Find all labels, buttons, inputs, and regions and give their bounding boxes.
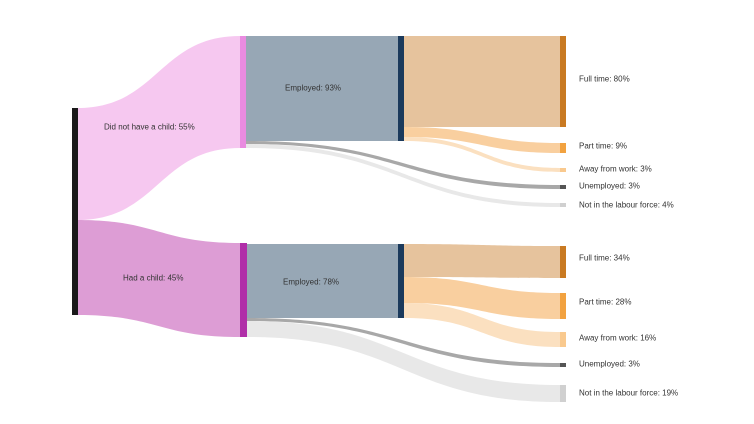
flow-no-child bbox=[77, 36, 240, 220]
outcome-label: Away from work: 3% bbox=[579, 164, 652, 174]
flow-nilf-1 bbox=[247, 321, 560, 402]
flow-part-time-1 bbox=[404, 277, 560, 319]
flow-unemployed-0 bbox=[246, 141, 560, 189]
outcome-label: Part time: 28% bbox=[579, 297, 632, 307]
flow-employed-child bbox=[247, 244, 398, 318]
node-employed-child bbox=[398, 244, 404, 318]
node-away-0 bbox=[560, 168, 566, 172]
node-root bbox=[72, 108, 78, 315]
node-part-time-1 bbox=[560, 293, 566, 319]
node-full-time-1 bbox=[560, 246, 566, 278]
flow-full-time-1 bbox=[404, 244, 560, 278]
employed-label-child: Employed: 78% bbox=[283, 277, 340, 287]
node-part-time-0 bbox=[560, 143, 566, 153]
flow-nilf-0 bbox=[246, 144, 560, 207]
outcome-label: Not in the labour force: 4% bbox=[579, 200, 674, 210]
group-label-no-child: Did not have a child: 55% bbox=[104, 122, 195, 132]
outcome-label: Part time: 9% bbox=[579, 141, 628, 151]
flow-employed-no-child bbox=[246, 36, 398, 141]
node-away-1 bbox=[560, 332, 566, 347]
outcome-label: Unemployed: 3% bbox=[579, 359, 640, 369]
node-no-child bbox=[240, 36, 246, 148]
node-unemployed-0 bbox=[560, 185, 566, 189]
employed-label-no-child: Employed: 93% bbox=[285, 83, 342, 93]
outcome-label: Unemployed: 3% bbox=[579, 181, 640, 191]
flow-full-time-0 bbox=[404, 36, 560, 127]
outcome-label: Not in the labour force: 19% bbox=[579, 388, 679, 398]
node-nilf-0 bbox=[560, 203, 566, 207]
node-child bbox=[240, 243, 247, 337]
flow-part-time-0 bbox=[404, 127, 560, 153]
node-nilf-1 bbox=[560, 385, 566, 402]
flow-unemployed-1 bbox=[247, 318, 560, 367]
flow-away-1 bbox=[404, 303, 560, 347]
flow-away-0 bbox=[404, 137, 560, 172]
outcome-label: Full time: 80% bbox=[579, 74, 630, 84]
outcome-label: Away from work: 16% bbox=[579, 333, 657, 343]
node-full-time-0 bbox=[560, 36, 566, 127]
flow-child bbox=[77, 220, 240, 337]
node-employed-no-child bbox=[398, 36, 404, 141]
group-label-child: Had a child: 45% bbox=[123, 273, 184, 283]
outcome-label: Full time: 34% bbox=[579, 253, 630, 263]
node-unemployed-1 bbox=[560, 363, 566, 367]
